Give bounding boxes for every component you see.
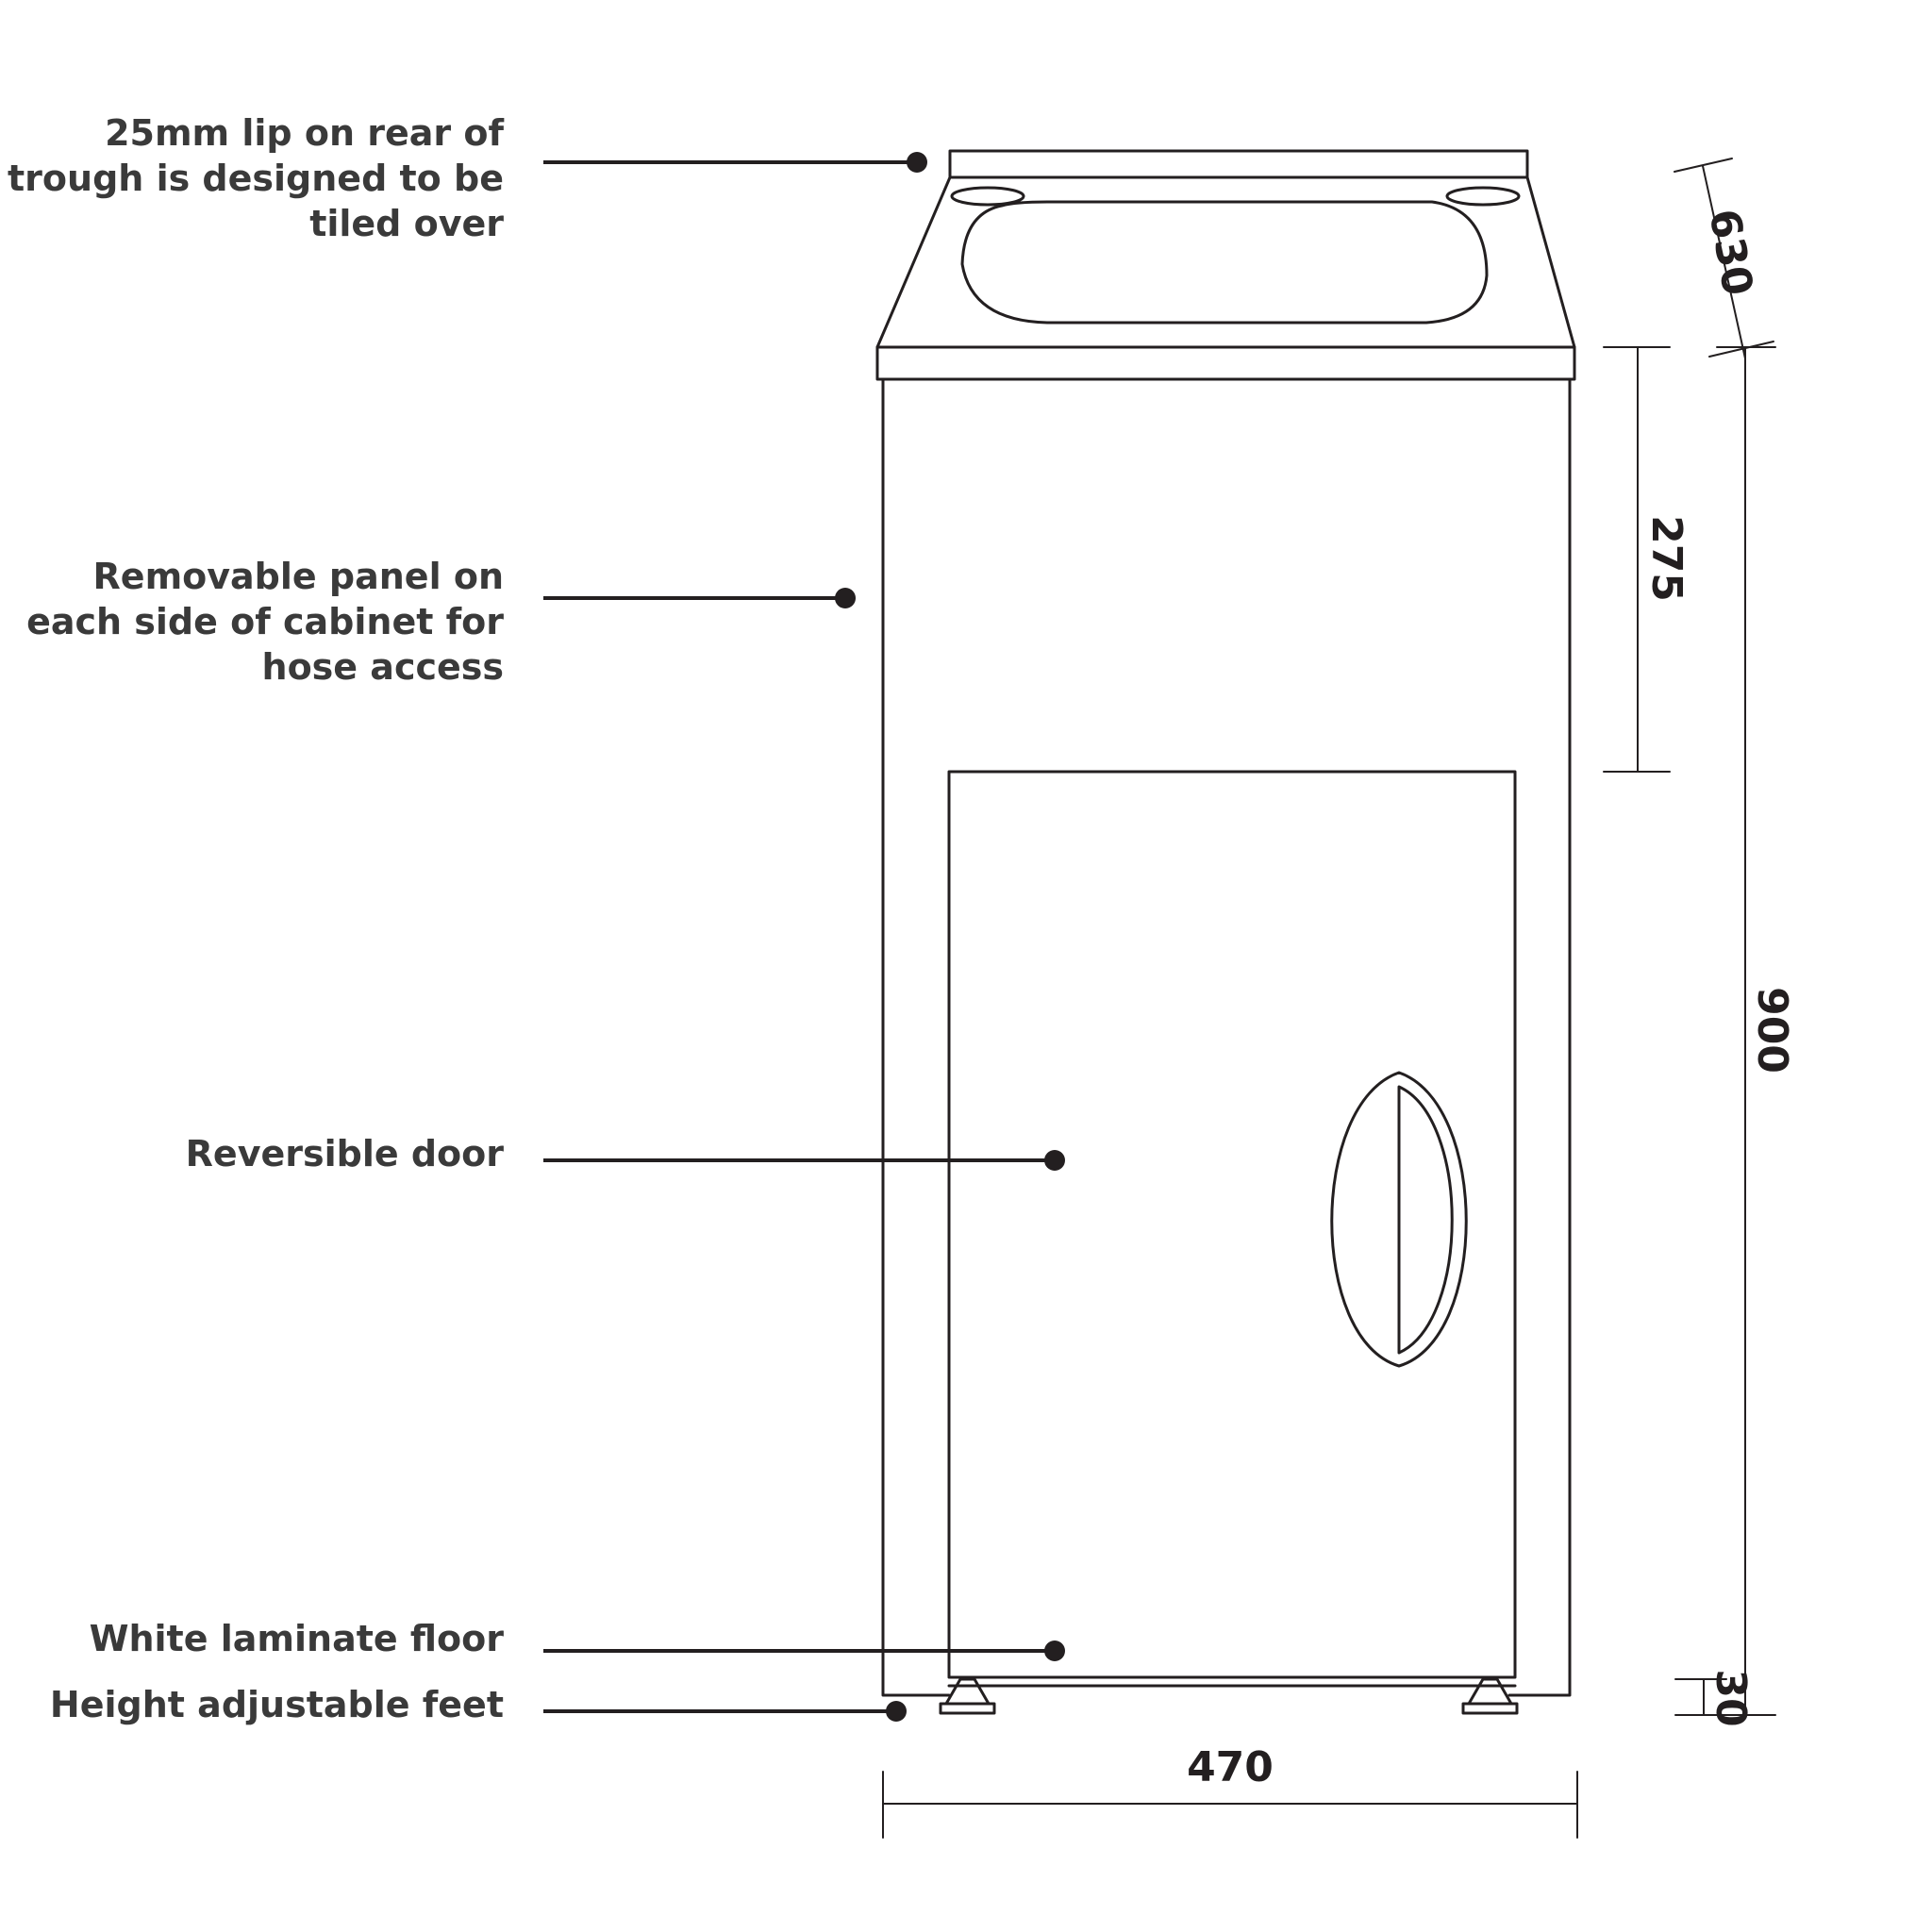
cabinet-left-side <box>881 377 951 1697</box>
callout-feet-dot <box>886 1701 907 1722</box>
dim-630-tick-top <box>1674 158 1733 173</box>
foot-left <box>939 1677 996 1715</box>
cabinet-right-side <box>1507 377 1572 1697</box>
callout-feet: Height adjustable feet <box>50 1684 907 1725</box>
dim-630-tick-bottom <box>1708 341 1774 358</box>
dimension-lines <box>882 158 1776 1839</box>
basin <box>960 200 1489 325</box>
cabinet-drawing <box>875 149 1576 1715</box>
callout-lip-dot <box>907 152 927 173</box>
callout-door-dot <box>1044 1150 1065 1171</box>
door-handle <box>1330 1071 1468 1368</box>
callout-floor-line-1: White laminate floor <box>90 1618 505 1659</box>
dim-630-value: 630 <box>1699 206 1761 299</box>
callout-panel-line-2: each side of cabinet for <box>26 601 504 642</box>
callout-lip-line-2: trough is designed to be <box>8 158 504 199</box>
dim-470-value: 470 <box>1187 1743 1274 1791</box>
dim-900-value: 900 <box>1748 987 1796 1074</box>
tap-hole-right <box>1445 186 1521 207</box>
dim-630-line <box>1702 165 1746 359</box>
callout-lip-line-1: 25mm lip on rear of <box>105 112 504 154</box>
callout-door-line-1: Reversible door <box>186 1133 505 1174</box>
callout-panel: Removable panel on each side of cabinet … <box>26 556 856 688</box>
door <box>947 770 1517 1679</box>
callout-lip: 25mm lip on rear of trough is designed t… <box>8 112 927 244</box>
callout-panel-line-1: Removable panel on <box>93 556 504 597</box>
callout-floor: White laminate floor <box>90 1618 1065 1661</box>
dim-275-value: 275 <box>1642 515 1690 602</box>
callout-feet-line-1: Height adjustable feet <box>50 1684 504 1725</box>
tap-hole-left <box>950 186 1025 207</box>
dim-30-value: 30 <box>1707 1669 1755 1726</box>
callout-panel-dot <box>835 588 856 608</box>
door-handle-grip <box>1397 1085 1454 1355</box>
foot-right <box>1461 1677 1519 1715</box>
callout-door: Reversible door <box>186 1133 1065 1174</box>
rear-lip <box>948 149 1529 179</box>
callout-panel-line-3: hose access <box>262 646 504 688</box>
callout-floor-dot <box>1044 1641 1065 1661</box>
callout-lip-line-3: tiled over <box>309 203 504 244</box>
top-slab <box>875 345 1576 381</box>
